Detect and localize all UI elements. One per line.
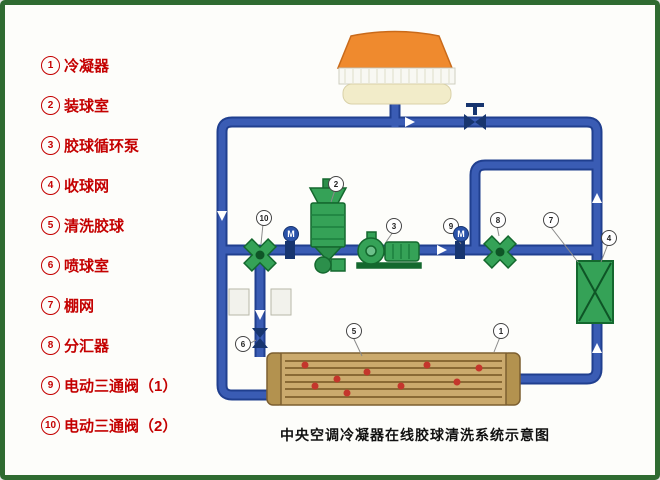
cooling-tower: [336, 30, 456, 105]
legend-number-badge: 2: [41, 96, 60, 115]
legend-item-grid-net: 7 棚网: [41, 295, 177, 316]
legend-label: 冷凝器: [64, 58, 110, 75]
diagram-caption: 中央空调冷凝器在线胶球清洗系统示意图: [280, 427, 550, 443]
diagram-marker-1: 1: [493, 323, 509, 339]
legend-number-badge: 6: [41, 256, 60, 275]
legend-label: 清洗胶球: [64, 218, 125, 235]
diagram-marker-2: 2: [328, 176, 344, 192]
valve: [252, 103, 486, 348]
distributor: [483, 235, 517, 269]
diagram-marker-3: 3: [386, 218, 402, 234]
legend-label: 分汇器: [64, 338, 110, 355]
legend-number-badge: 10: [41, 416, 60, 435]
legend-label: 喷球室: [64, 258, 110, 275]
flow-arrow: [217, 117, 602, 353]
ball-loading-chamber: [308, 178, 348, 274]
legend-number-badge: 9: [41, 376, 60, 395]
legend-label: 棚网: [64, 298, 95, 315]
legend-number-badge: 1: [41, 56, 60, 75]
legend-item-three-way-valve-2: 10 电动三通阀（2）: [41, 415, 177, 436]
legend-number-badge: 3: [41, 136, 60, 155]
legend-item-circulation-pump: 3 胶球循环泵: [41, 135, 177, 156]
small-label-tag: [228, 288, 292, 316]
legend-item-three-way-valve-1: 9 电动三通阀（1）: [41, 375, 177, 396]
diagram-marker-7: 7: [543, 212, 559, 228]
legend-label: 收球网: [64, 178, 110, 195]
motor-valve-badge-2: M: [453, 226, 469, 242]
legend-number-badge: 8: [41, 336, 60, 355]
legend: 1 冷凝器 2 装球室 3 胶球循环泵 4 收球网 5 清洗胶球 6 喷球室 7…: [41, 55, 177, 436]
cleaning-balls: [301, 361, 483, 397]
ball-collecting-net: [576, 260, 614, 324]
legend-item-ball-collecting-net: 4 收球网: [41, 175, 177, 196]
condenser: [266, 352, 521, 406]
legend-label: 胶球循环泵: [64, 138, 140, 155]
legend-item-ball-loading-chamber: 2 装球室: [41, 95, 177, 116]
circulation-pump: [356, 231, 422, 269]
legend-number-badge: 4: [41, 176, 60, 195]
diagram-marker-10: 10: [256, 210, 272, 226]
legend-number-badge: 7: [41, 296, 60, 315]
diagram-marker-6: 6: [235, 336, 251, 352]
legend-label: 电动三通阀（2）: [64, 418, 178, 435]
diagram-marker-8: 8: [490, 212, 506, 228]
diagram-marker-4: 4: [601, 230, 617, 246]
legend-number-badge: 5: [41, 216, 60, 235]
legend-label: 装球室: [64, 98, 110, 115]
diagram-marker-5: 5: [346, 323, 362, 339]
legend-item-distributor: 8 分汇器: [41, 335, 177, 356]
motor-valve-badge-1: M: [283, 226, 299, 242]
spray-chamber: [243, 238, 277, 272]
legend-item-condenser: 1 冷凝器: [41, 55, 177, 76]
legend-item-spray-chamber: 6 喷球室: [41, 255, 177, 276]
legend-item-cleaning-balls: 5 清洗胶球: [41, 215, 177, 236]
legend-label: 电动三通阀（1）: [64, 378, 178, 395]
